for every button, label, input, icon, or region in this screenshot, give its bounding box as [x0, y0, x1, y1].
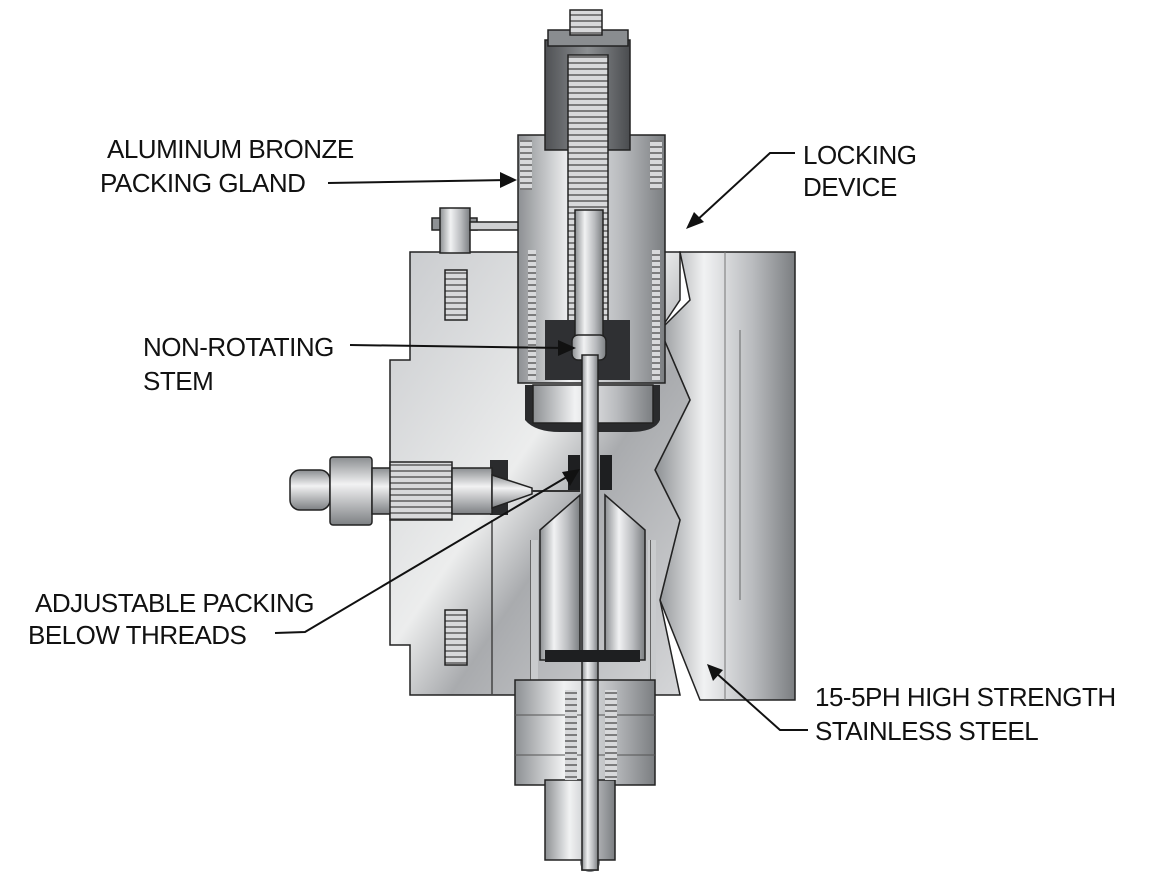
- leader-lines: [274, 152, 808, 731]
- label-locking-device-line1: LOCKING: [803, 140, 917, 170]
- body-screw-hole-top: [444, 269, 468, 321]
- seat-cone: [530, 493, 656, 680]
- label-locking-device-line2: DEVICE: [803, 172, 897, 202]
- label-stem-line1: NON-ROTATING: [143, 332, 334, 362]
- label-steel-line1: 15-5PH HIGH STRENGTH: [815, 682, 1116, 712]
- side-inlet-fitting: [289, 456, 580, 526]
- locking-device-plate: [469, 221, 521, 231]
- label-packing-gland-line2: PACKING GLAND: [100, 168, 305, 198]
- body-screw-hole-bottom: [444, 609, 468, 666]
- label-steel-line2: STAINLESS STEEL: [815, 716, 1038, 746]
- locking-screw: [431, 207, 521, 254]
- label-packing-line1: ADJUSTABLE PACKING: [35, 588, 314, 618]
- label-stem-line2: STEM: [143, 366, 213, 396]
- stainless-steel-block: [654, 251, 796, 701]
- label-packing-gland-line1: ALUMINUM BRONZE: [107, 134, 354, 164]
- label-packing-line2: BELOW THREADS: [28, 620, 247, 650]
- bottom-fitting: [514, 679, 656, 871]
